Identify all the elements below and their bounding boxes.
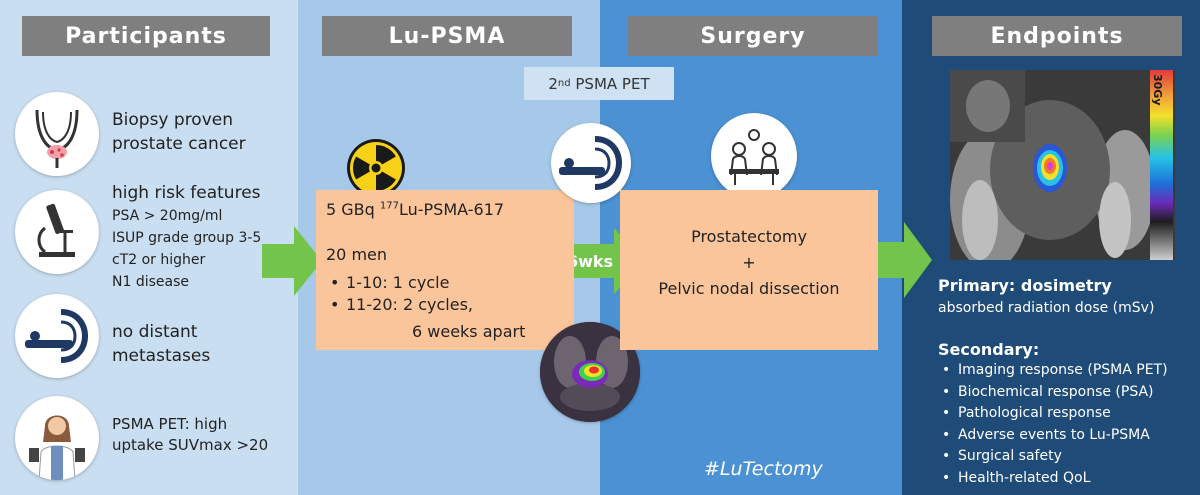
participant-1-text: Biopsy proven prostate cancer: [112, 108, 246, 156]
radiation-icon: [347, 139, 405, 197]
surgery-line-2: +: [742, 253, 756, 272]
secondary-item: Biochemical response (PSA): [942, 382, 1168, 404]
lu-cycle-list: 1-10: 1 cycle 11-20: 2 cycles,: [330, 272, 473, 316]
participant-2-line-4: N1 disease: [112, 274, 189, 290]
participant-3-text: no distant metastases: [112, 320, 210, 368]
surgery-box: [620, 190, 878, 350]
surgeons-icon: [711, 113, 797, 199]
microscope-icon: [15, 190, 99, 274]
lu-men-text: 20 men: [326, 245, 388, 264]
arrow-right-endpoints-icon: [870, 222, 932, 298]
lu-dose-text: 5 GBq 177Lu-PSMA-617: [326, 200, 504, 219]
participant-4-text: PSMA PET: high uptake SUVmax >20: [112, 414, 268, 456]
participant-1-line-2: prostate cancer: [112, 134, 246, 154]
dosimetry-image: 30Gy: [950, 70, 1175, 260]
secondary-item: Adverse events to Lu-PSMA: [942, 425, 1168, 447]
participant-2-line-2: ISUP grade group 3-5: [112, 230, 262, 246]
secondary-title: Secondary:: [938, 340, 1040, 359]
participant-3-line-2: metastases: [112, 346, 211, 366]
secondary-list: Imaging response (PSMA PET) Biochemical …: [938, 360, 1168, 489]
lu-dose-suffix: Lu-PSMA-617: [398, 200, 505, 219]
surgery-line-3: Pelvic nodal dissection: [658, 279, 840, 298]
arrow-right-icon: [262, 226, 322, 296]
lu-psma-box: [316, 190, 574, 350]
prostate-icon: [15, 92, 99, 176]
doctor-icon: [15, 396, 99, 480]
pet-scanner-icon: [15, 294, 99, 378]
second-pet-sup: nd: [557, 78, 571, 89]
second-pet-suffix: PSMA PET: [570, 74, 650, 93]
secondary-item: Pathological response: [942, 403, 1168, 425]
surgery-line-1: Prostatectomy: [691, 227, 807, 246]
dose-colorbar: [1150, 70, 1173, 260]
participant-3-line-1: no distant: [112, 322, 198, 342]
pet-scanner-round-icon: [551, 123, 631, 203]
secondary-item: Health-related QoL: [942, 468, 1168, 490]
participant-2-title: high risk features: [112, 183, 261, 203]
participant-4-line-2: uptake SUVmax >20: [112, 436, 269, 454]
lu-cycle-item-2b: 6 weeks apart: [412, 322, 526, 341]
lu-cycle-item-2: 11-20: 2 cycles,: [330, 294, 473, 316]
header-surgery: Surgery: [628, 16, 878, 56]
hashtag-label: #LuTectomy: [704, 458, 823, 480]
surgery-text: Prostatectomy + Pelvic nodal dissection: [620, 224, 878, 302]
participant-4-line-1: PSMA PET: high: [112, 415, 228, 433]
primary-title: Primary: dosimetry: [938, 276, 1112, 295]
primary-subtitle: absorbed radiation dose (mSv): [938, 300, 1155, 316]
second-pet-prefix: 2: [548, 74, 558, 93]
participant-2-line-3: cT2 or higher: [112, 252, 206, 268]
dose-scale-label: 30Gy: [1151, 74, 1164, 106]
secondary-item: Imaging response (PSMA PET): [942, 360, 1168, 382]
participant-1-line-1: Biopsy proven: [112, 110, 234, 130]
header-endpoints: Endpoints: [932, 16, 1182, 56]
lu-cycle-item-1: 1-10: 1 cycle: [330, 272, 473, 294]
lu-dose-sup: 177: [379, 200, 399, 212]
six-weeks-label: 6wks: [566, 251, 614, 271]
participant-2-text: high risk features PSA > 20mg/ml ISUP gr…: [112, 181, 261, 293]
header-participants: Participants: [22, 16, 270, 56]
secondary-item: Surgical safety: [942, 446, 1168, 468]
header-lu-psma: Lu-PSMA: [322, 16, 572, 56]
lu-dose-prefix: 5 GBq: [326, 200, 380, 219]
participant-2-line-1: PSA > 20mg/ml: [112, 208, 223, 224]
